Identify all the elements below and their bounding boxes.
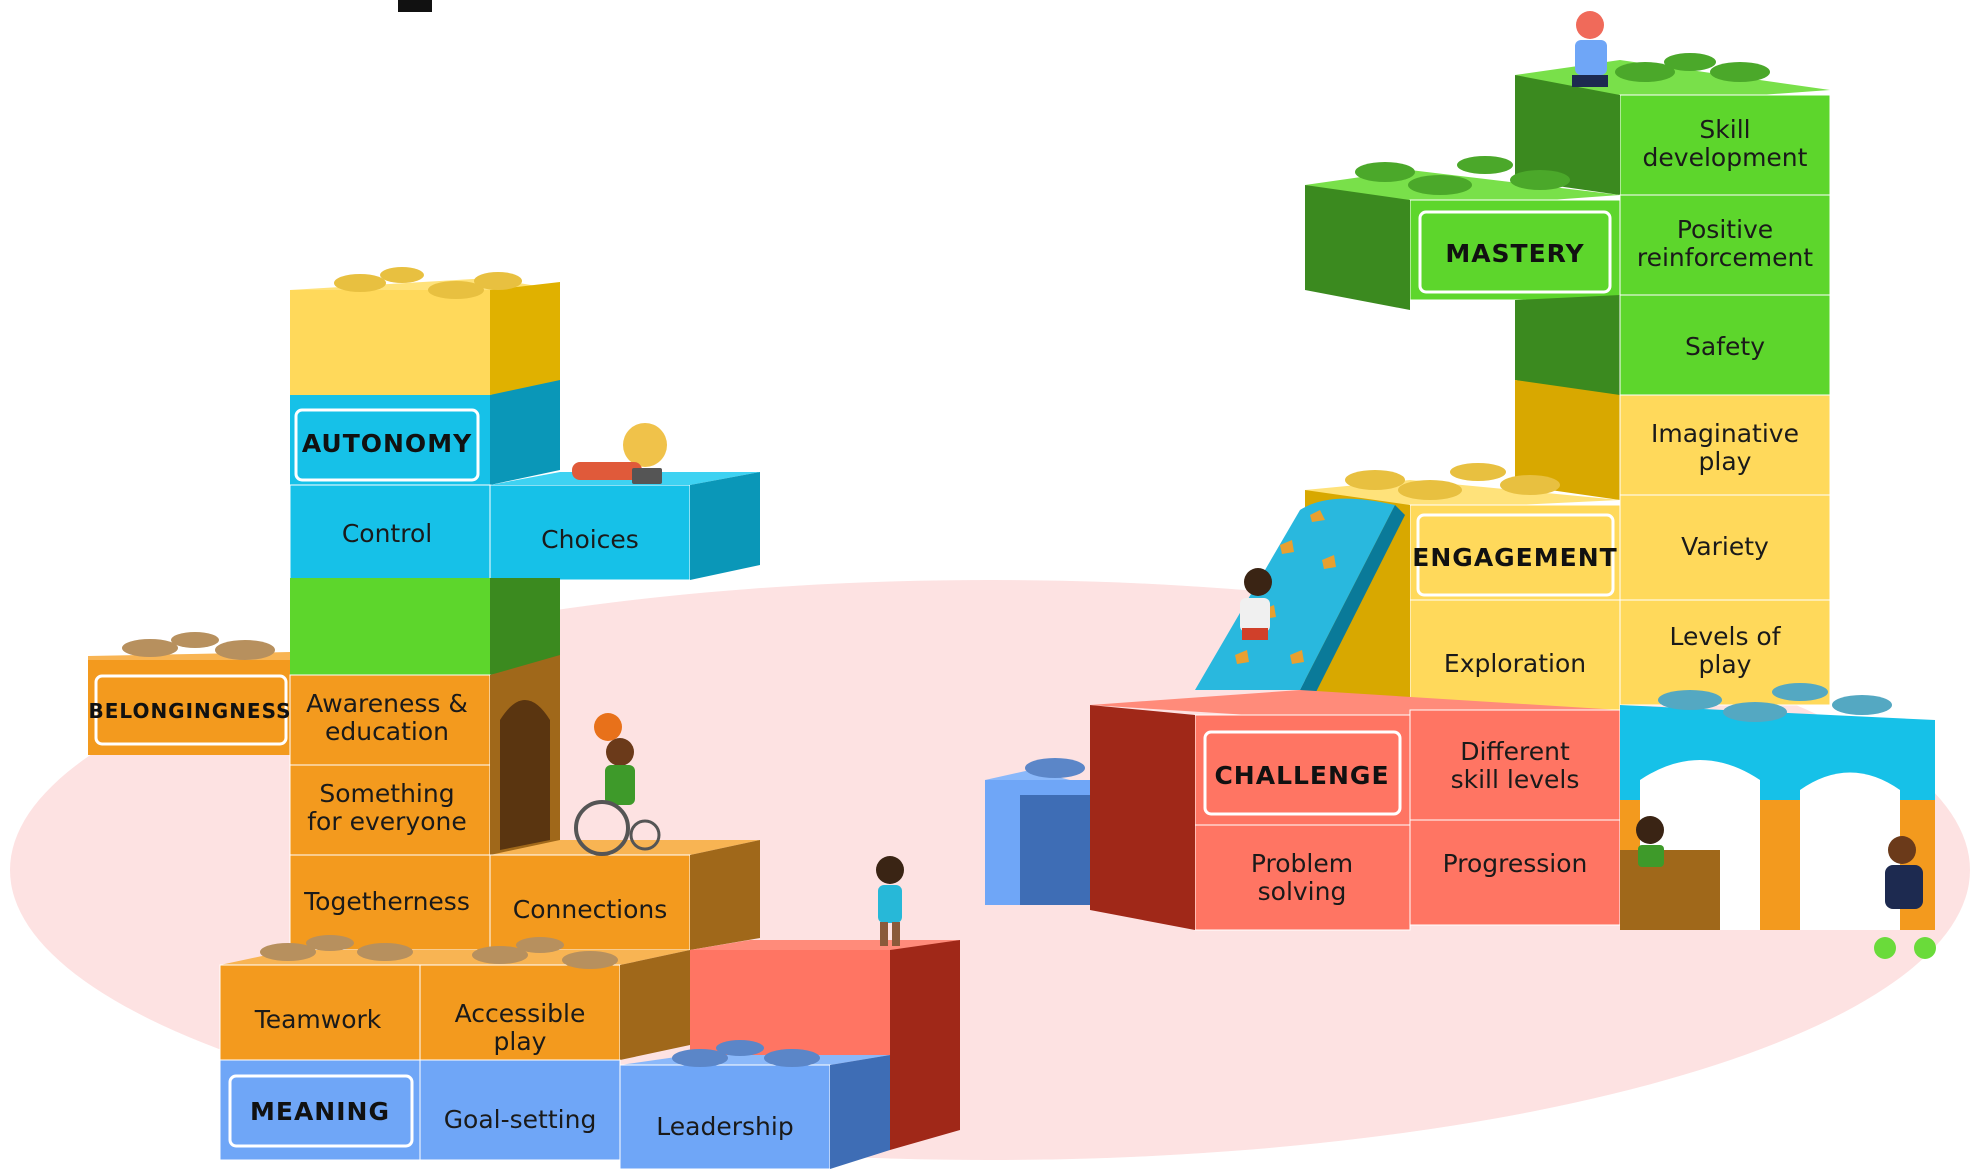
levels-of-label: Levels of — [1669, 622, 1781, 651]
control-choices-block: Control Choices — [289, 472, 760, 581]
child-playing-figure — [876, 856, 904, 946]
climbing-wall — [1195, 498, 1405, 700]
awareness-label: Awareness & — [306, 689, 468, 718]
mastery-block: MASTERY Positive reinforcement — [1305, 156, 1831, 310]
levels-play-label: play — [1699, 650, 1752, 679]
meaning-row: MEANING Goal-setting Leadership — [219, 1040, 890, 1169]
accessible-label: Accessible — [455, 999, 586, 1028]
child-window-figure — [1636, 816, 1664, 867]
connections-block: Connections — [489, 840, 760, 951]
red-side-block — [690, 940, 960, 1150]
teamwork-label: Teamwork — [254, 1005, 382, 1034]
accessible-play-label: play — [494, 1027, 547, 1056]
safety-label: Safety — [1685, 332, 1765, 361]
child-wheelchair-basketball-figure — [574, 713, 661, 856]
belongingness-label: BELONGINGNESS — [89, 699, 292, 723]
mastery-label: MASTERY — [1445, 239, 1584, 268]
goal-setting-label: Goal-setting — [444, 1105, 597, 1134]
engagement-label: ENGAGEMENT — [1412, 543, 1617, 572]
blue-side-block — [985, 758, 1090, 905]
belongingness-block: BELONGINGNESS — [88, 632, 292, 755]
engagement-block: ENGAGEMENT Exploration — [1305, 463, 1621, 711]
solving-label: solving — [1258, 877, 1347, 906]
challenge-label: CHALLENGE — [1214, 761, 1389, 790]
problem-label: Problem — [1251, 849, 1353, 878]
different-label: Different — [1460, 737, 1570, 766]
safety-block: Safety — [1515, 294, 1831, 400]
autonomy-block: AUTONOMY — [290, 380, 560, 485]
autonomy-label: AUTONOMY — [302, 429, 472, 458]
skill-development-label: development — [1643, 143, 1808, 172]
challenge-block: CHALLENGE Different skill levels Problem… — [1090, 690, 1621, 931]
positive-label: Positive — [1677, 215, 1773, 244]
imaginative-label: Imaginative — [1651, 419, 1799, 448]
belongingness-column: Awareness & education Something for ever… — [289, 655, 560, 951]
control-label: Control — [342, 519, 432, 548]
child-top-sitting-figure — [1572, 11, 1608, 87]
exploration-label: Exploration — [1444, 649, 1586, 678]
title-fragment — [398, 0, 432, 12]
yellow-top-block — [290, 267, 560, 395]
variety-label: Variety — [1681, 532, 1769, 561]
arch-block — [1620, 683, 1935, 930]
leadership-label: Leadership — [656, 1112, 793, 1141]
imaginative-play-label: play — [1699, 447, 1752, 476]
connections-label: Connections — [513, 895, 667, 924]
reinforcement-label: reinforcement — [1637, 243, 1813, 272]
choices-label: Choices — [541, 525, 639, 554]
skill-levels-label: skill levels — [1451, 765, 1580, 794]
skill-label: Skill — [1699, 115, 1750, 144]
green-middle-block — [290, 578, 560, 675]
teamwork-block: Teamwork Accessible play — [219, 935, 690, 1061]
for-everyone-label: for everyone — [307, 807, 466, 836]
child-powerchair-figure — [1874, 836, 1936, 959]
togetherness-label: Togetherness — [303, 887, 470, 916]
engagement-column: Imaginative play Variety Levels of play — [1515, 380, 1831, 706]
child-climbing-figure — [1240, 568, 1272, 640]
meaning-label: MEANING — [250, 1097, 390, 1126]
education-label: education — [325, 717, 449, 746]
progression-label: Progression — [1443, 849, 1588, 878]
child-lying-figure — [572, 423, 667, 484]
something-label: Something — [319, 779, 454, 808]
